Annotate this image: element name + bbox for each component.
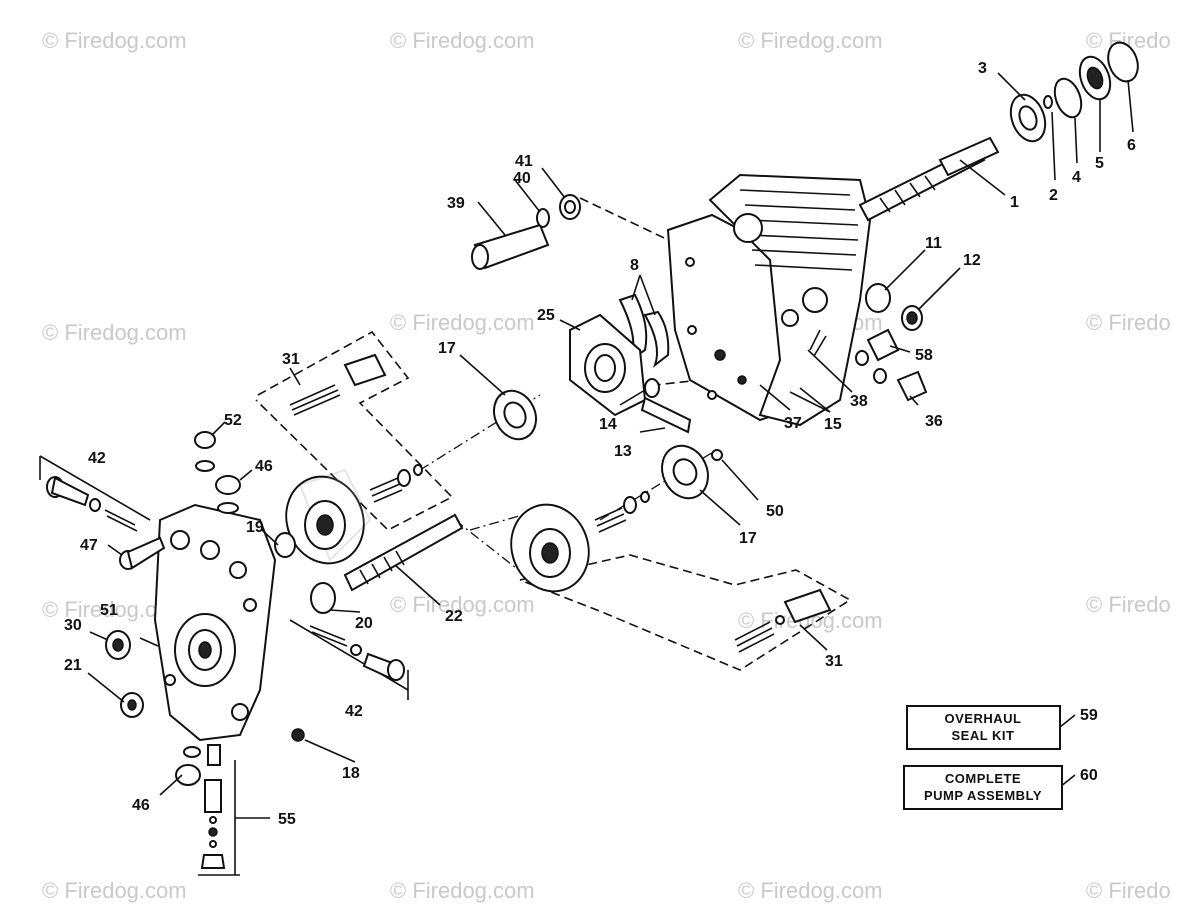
watermark-text: © Firedog.com [738,878,883,903]
callout-17: 17 [739,530,757,547]
callout-25: 25 [537,307,555,324]
leader-lines [87,72,1134,876]
watermark-text: © Firedo [1086,592,1171,617]
callout-1: 1 [1010,194,1019,211]
callout-46: 46 [132,797,150,814]
housing-fittings [809,283,928,402]
callout-3: 3 [978,60,987,77]
callout-8: 8 [630,257,639,274]
callout-18: 18 [342,765,360,782]
callout-12: 12 [963,252,981,269]
callout-42: 42 [88,450,106,467]
callout-42: 42 [345,703,363,720]
callout-60: 60 [1080,767,1098,784]
callout-51: 51 [100,602,118,619]
callout-30: 30 [64,617,82,634]
callout-40: 40 [513,170,531,187]
callout-55: 55 [278,811,296,828]
lower-cylinder-block [510,491,832,653]
callout-38: 38 [850,393,868,410]
callout-15: 15 [824,416,842,433]
callout-58: 58 [915,347,933,364]
callout-59: 59 [1080,707,1098,724]
shaft-bearing-parts [1009,41,1139,143]
watermark-text: © Firedog.com [738,28,883,53]
callout-20: 20 [355,615,373,632]
watermark-text: © Firedog.com [390,592,535,617]
watermark-text: © Firedog.com [390,310,535,335]
callout-52: 52 [224,412,242,429]
callout-19: 19 [246,519,264,536]
watermark-text: © Firedo [1086,310,1171,335]
tube-assembly [471,194,581,270]
watermark-text: © Firedog.com [42,28,187,53]
complete-line1: COMPLETE [945,771,1021,786]
watermark-text: © Firedog.com [390,878,535,903]
main-housing [666,136,1000,427]
watermark-text: © Firedog.com [390,28,535,53]
callout-39: 39 [447,195,465,212]
upper-cylinder-block [285,353,423,565]
callout-2: 2 [1049,187,1058,204]
watermark-text: © Firedo [1086,878,1171,903]
kit-box-overhaul: OVERHAUL SEAL KIT [906,705,1061,750]
end-cap-assembly [46,431,405,869]
callout-36: 36 [925,413,943,430]
seals [493,389,723,500]
callout-47: 47 [80,537,98,554]
callout-21: 21 [64,657,82,674]
callout-50: 50 [766,503,784,520]
overhaul-line1: OVERHAUL [945,711,1022,726]
swashplate-assembly [569,293,692,434]
callout-4: 4 [1072,169,1081,186]
watermark-layer: © Firedog.com © Firedog.com © Firedog.co… [42,28,1171,903]
callout-11: 11 [925,235,942,252]
callout-46: 46 [255,458,273,475]
watermark-text: © Firedog.com [42,320,187,345]
kit-box-complete-pump: COMPLETE PUMP ASSEMBLY [903,765,1063,810]
complete-line2: PUMP ASSEMBLY [924,788,1042,803]
callout-13: 13 [614,443,632,460]
callout-22: 22 [445,608,463,625]
callout-41: 41 [515,153,533,170]
callout-17: 17 [438,340,456,357]
callout-numbers: 3 2 4 5 6 1 11 12 58 36 38 15 37 39 40 4… [64,60,1136,828]
callout-14: 14 [599,416,617,433]
callout-5: 5 [1095,155,1104,172]
overhaul-line2: SEAL KIT [952,728,1015,743]
centre-shaft [274,513,464,614]
callout-6: 6 [1127,137,1136,154]
callout-31: 31 [282,351,300,368]
watermark-text: © Firedog.com [42,878,187,903]
callout-31: 31 [825,653,843,670]
callout-37: 37 [784,415,802,432]
